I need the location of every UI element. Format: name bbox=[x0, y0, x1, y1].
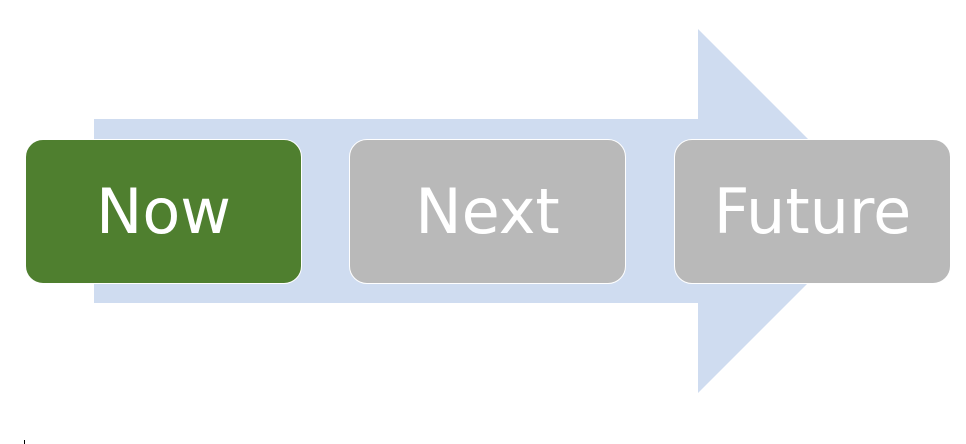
step-future: Future bbox=[674, 139, 951, 284]
step-next-label: Next bbox=[415, 175, 560, 248]
step-now: Now bbox=[25, 139, 302, 284]
step-now-label: Now bbox=[95, 175, 232, 248]
step-next: Next bbox=[349, 139, 626, 284]
step-future-label: Future bbox=[713, 175, 912, 248]
stray-mark bbox=[24, 440, 25, 444]
